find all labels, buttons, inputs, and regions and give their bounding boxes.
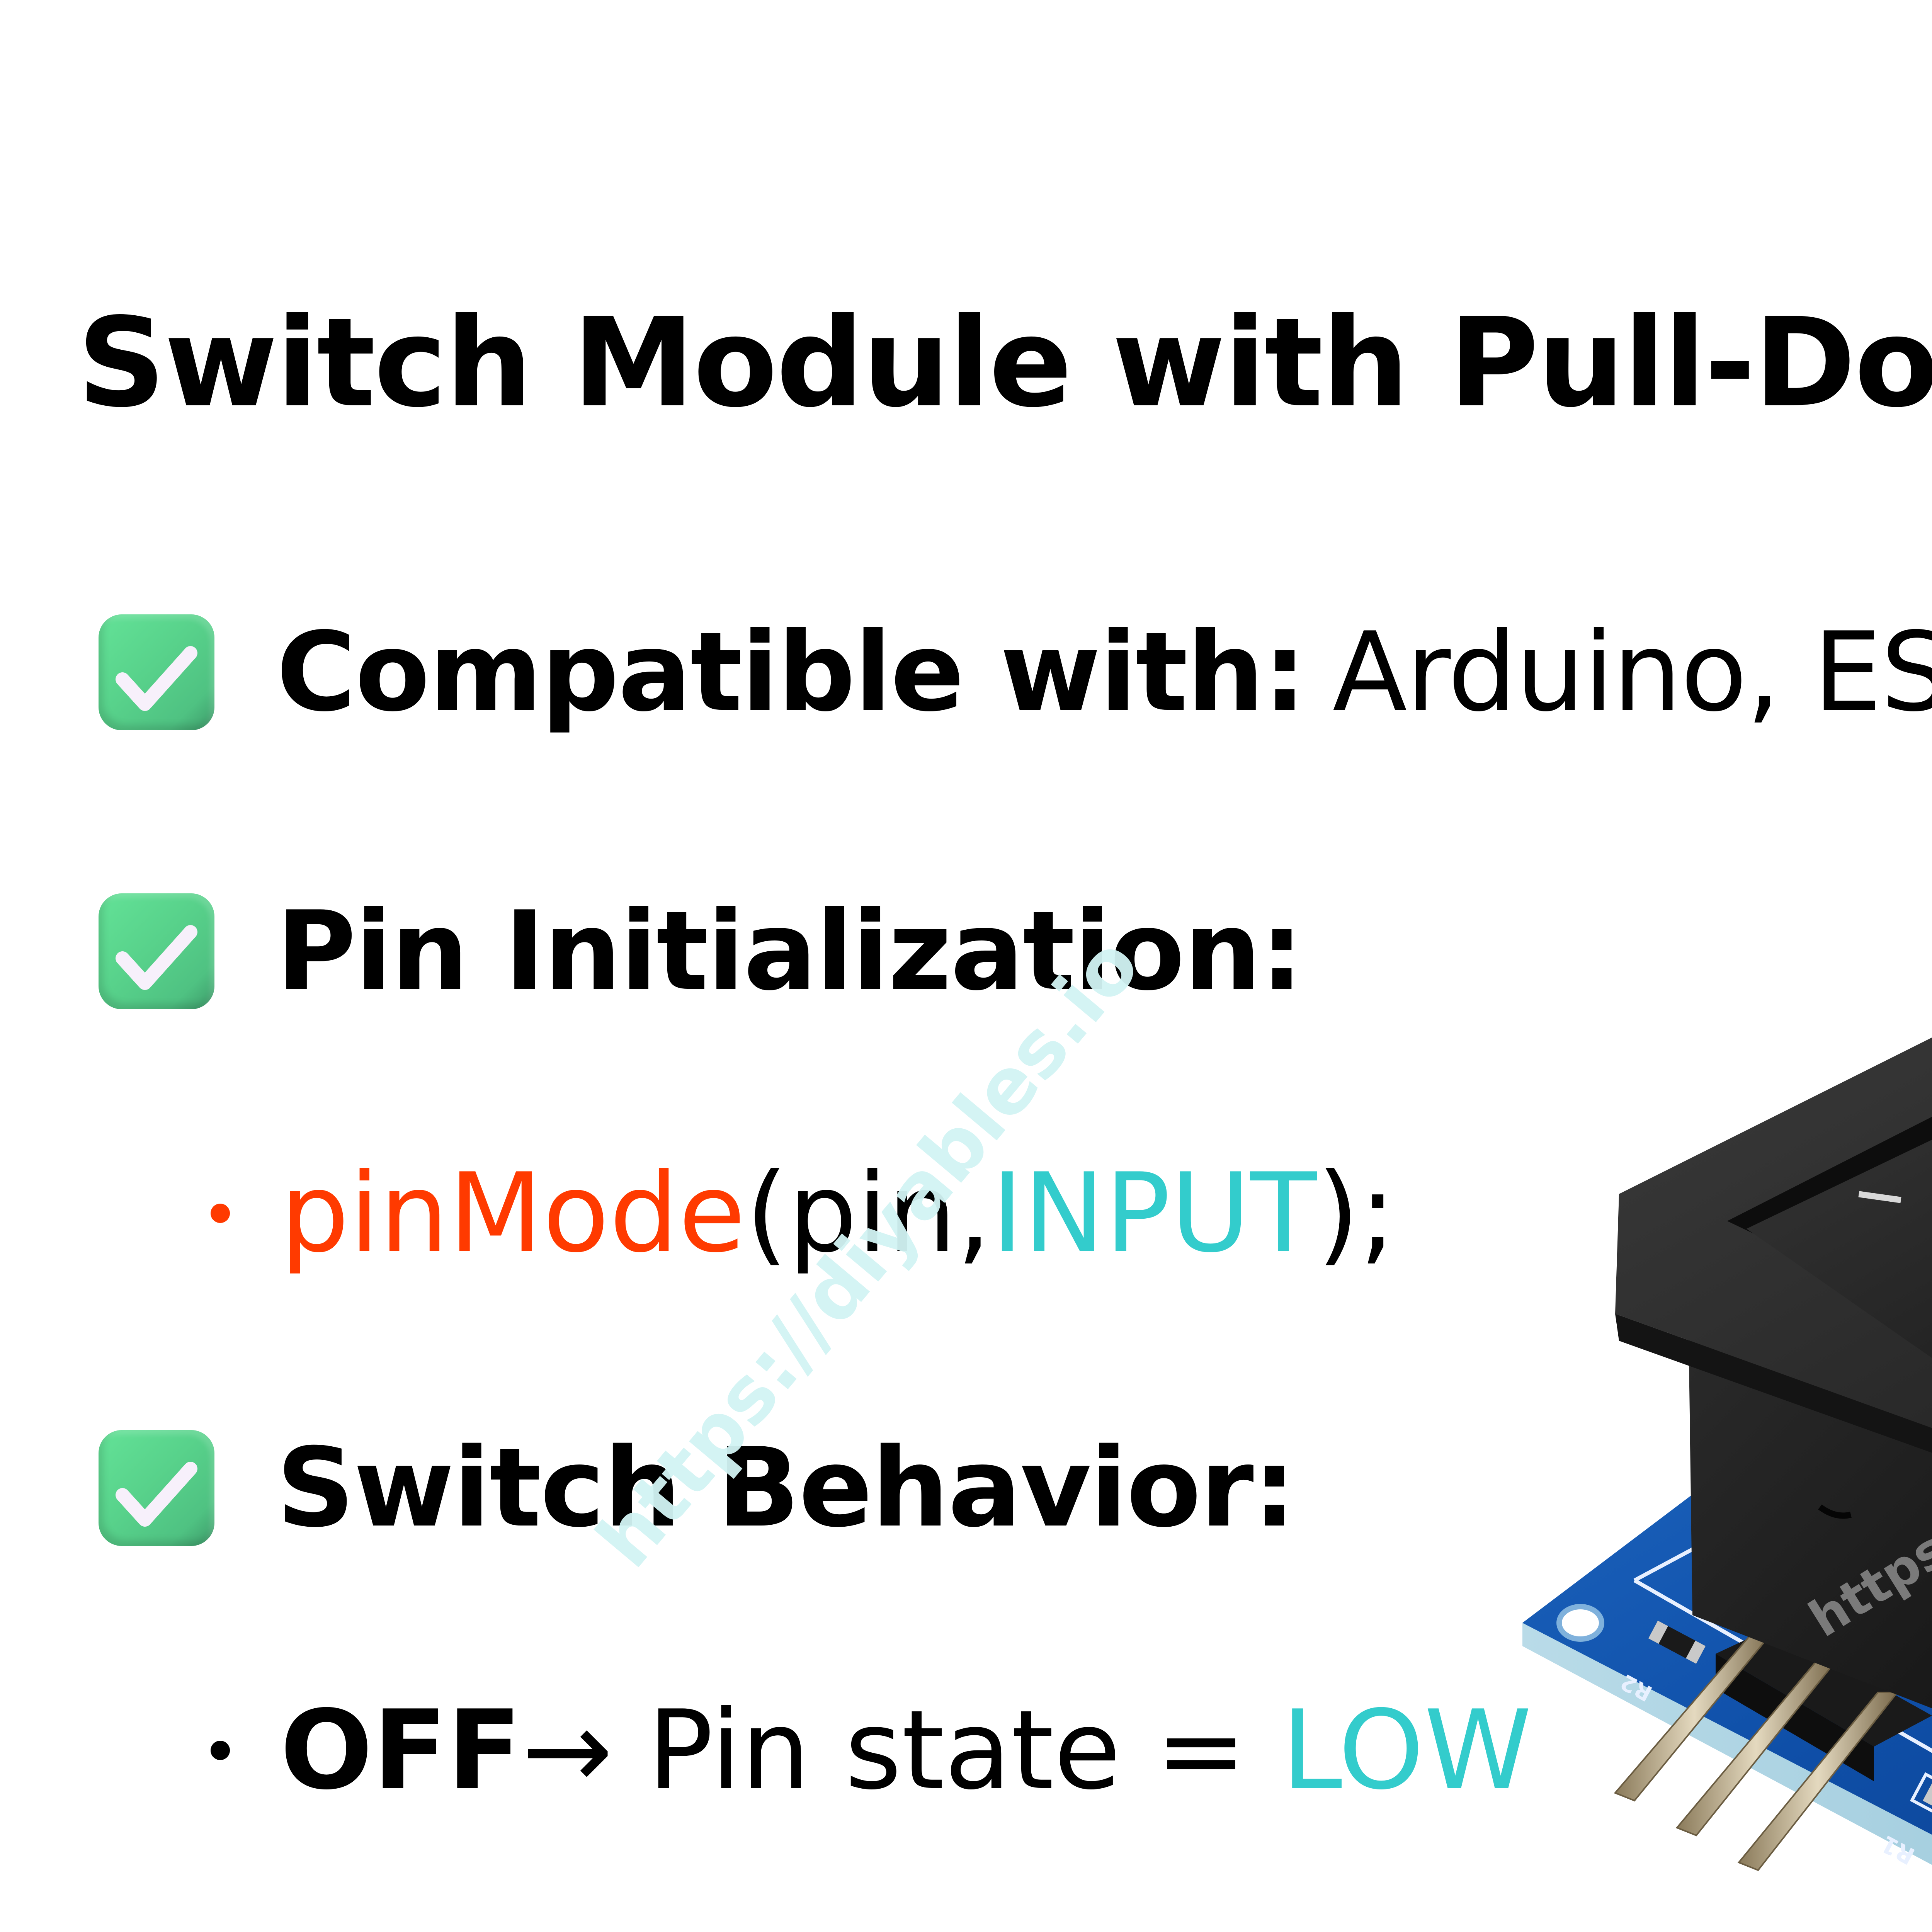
product-image-switch-module: 102 R1 SW1 R2 — [1507, 1012, 1932, 1932]
bullet-icon — [211, 1740, 230, 1760]
feature-switch-behavior: Switch Behavior: — [99, 1424, 1296, 1551]
feature-label: Compatible with: — [276, 609, 1307, 736]
feature-value: Arduino, ESP32, ESP8266 — [1332, 609, 1932, 736]
behavior-state: OFF — [280, 1687, 522, 1814]
check-box-icon — [99, 893, 214, 1009]
arrow-icon: → — [522, 1687, 613, 1814]
feature-label: Switch Behavior: — [276, 1424, 1296, 1551]
bullet-icon — [211, 1203, 230, 1223]
code-function: pinMode — [280, 1150, 746, 1277]
behavior-text: Pin state = — [613, 1687, 1282, 1814]
behavior-off: OFF→ Pin state = LOW — [211, 1687, 1532, 1814]
check-box-icon — [99, 614, 214, 730]
code-line-pinmode: pinMode(pin, INPUT); — [211, 1150, 1396, 1277]
behavior-value: LOW — [1281, 1687, 1532, 1814]
code-open-paren: ( — [745, 1150, 788, 1277]
code-close: ); — [1317, 1150, 1396, 1277]
feature-compatible: Compatible with: Arduino, ESP32, ESP8266 — [99, 609, 1932, 736]
feature-pin-init: Pin Initialization: — [99, 888, 1304, 1015]
page-title: Switch Module with Pull-Down Resistor — [77, 291, 1932, 434]
code-constant: INPUT — [991, 1150, 1317, 1277]
code-arg: pin, — [788, 1150, 992, 1277]
feature-label: Pin Initialization: — [276, 888, 1304, 1015]
check-box-icon — [99, 1430, 214, 1546]
